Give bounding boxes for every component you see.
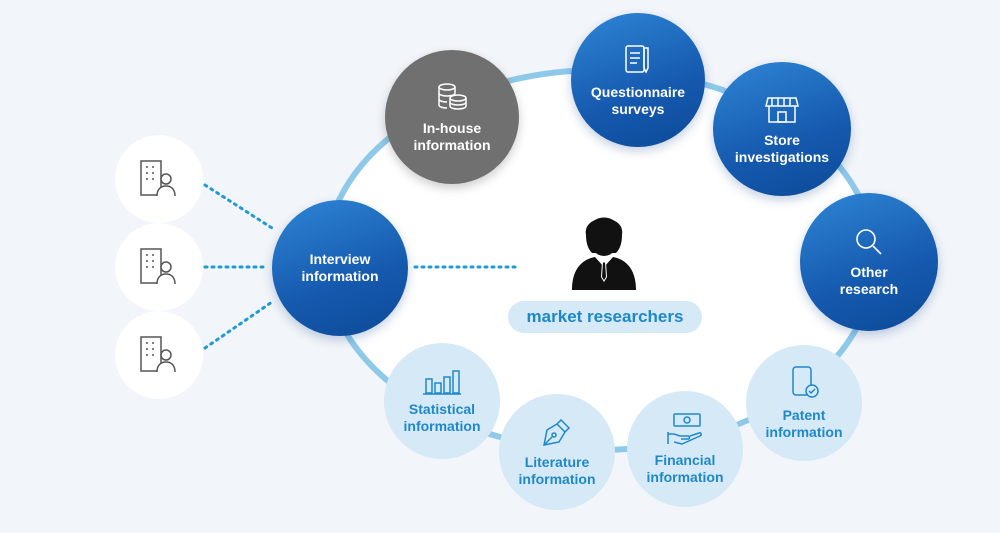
fountain-pen-icon [543,418,571,446]
document-pen-icon [625,45,649,74]
patent-information-node: Patent information [746,345,862,461]
store-investigations-node: Store investigations [713,62,851,196]
tablet-check-icon [792,366,819,398]
in-house-information-node: In-house information [385,50,519,184]
money-hand-icon [667,413,702,445]
magnifier-icon [856,229,882,255]
interview-information-label: Interview information [301,251,379,284]
questionnaire-surveys-label: Questionnaire surveys [590,84,686,117]
statistical-information-node: Statistical information [384,343,500,459]
market-researchers-label: market researchers [508,301,702,333]
interviewee-top [115,135,203,223]
financial-information-label: Financial information [646,452,724,485]
interviewee-middle [115,223,203,311]
building-person-icon [140,248,176,285]
interviewee-bottom [115,311,203,399]
other-research-label: Other research [839,264,899,297]
other-research-node: Other research [800,193,938,331]
questionnaire-surveys-node: Questionnaire surveys [571,13,705,147]
patent-information-label: Patent information [765,407,843,440]
dotted-connector-top [203,183,274,230]
storefront-icon [765,97,799,123]
literature-information-node: Literature information [499,394,615,510]
dotted-connector-bottom [203,300,274,350]
businessman-icon [572,217,636,290]
store-investigations-label: Store investigations [734,132,830,165]
in-house-information-label: In-house information [413,120,491,153]
building-person-icon [140,160,176,197]
building-person-icon [140,336,176,373]
statistical-information-label: Statistical information [403,401,481,434]
interview-information-node: Interview information [272,200,408,336]
literature-information-label: Literature information [518,454,596,487]
coins-icon [438,83,467,110]
bar-chart-icon [423,370,461,395]
financial-information-node: Financial information [627,391,743,507]
